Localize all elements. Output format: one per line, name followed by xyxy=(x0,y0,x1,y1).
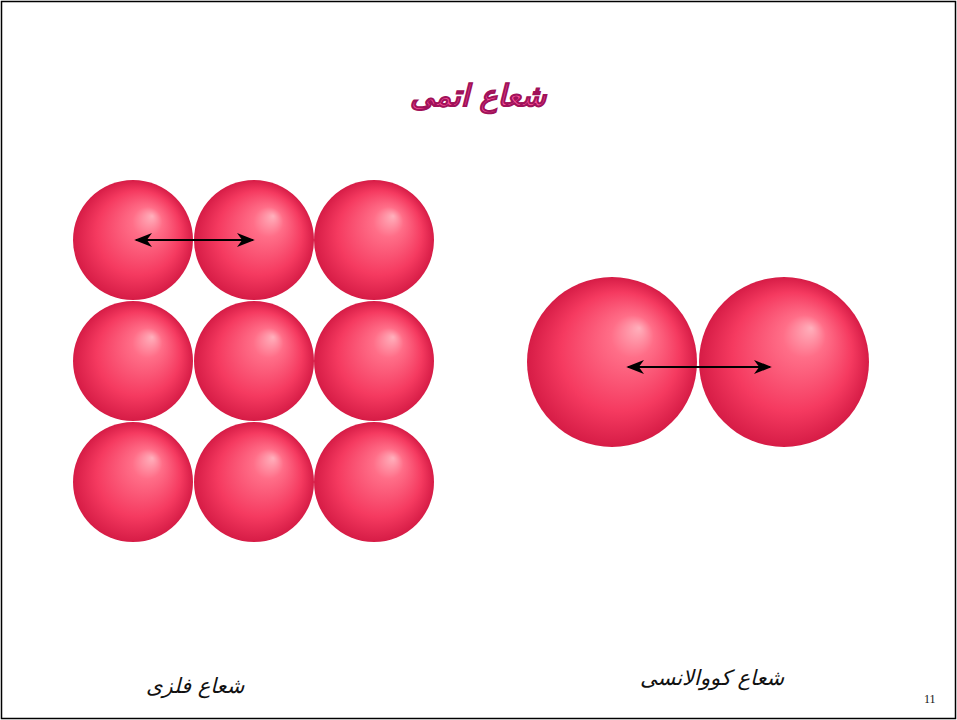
covalent-molecule xyxy=(527,277,869,447)
metal-atom-grid xyxy=(73,180,434,542)
slide-title: شعاع اتمی xyxy=(410,78,546,113)
page-number: 11 xyxy=(924,692,936,707)
covalent-distance-arrow xyxy=(628,366,770,368)
covalent-radius-label: شعاع کووالانسی xyxy=(640,666,784,690)
metallic-radius-label: شعاع فلزی xyxy=(146,674,244,698)
metallic-distance-arrow xyxy=(136,239,253,241)
